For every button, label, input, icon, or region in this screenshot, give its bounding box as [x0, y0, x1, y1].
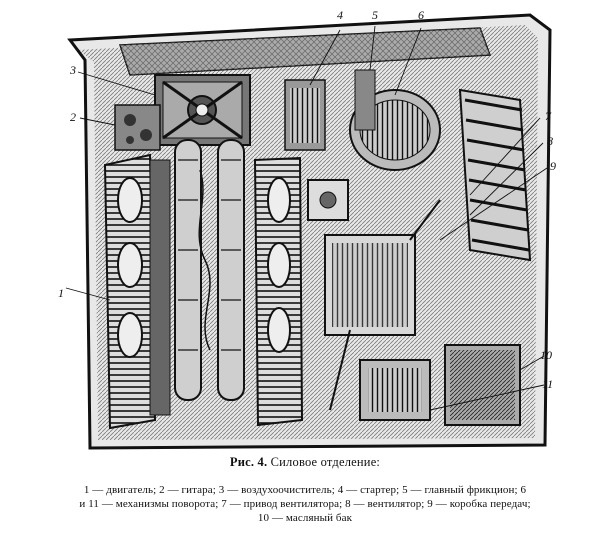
callout-5: 5 [372, 8, 378, 22]
turning-mechanism [359, 359, 431, 421]
oil-tank [444, 344, 521, 426]
fan [458, 88, 532, 262]
legend-line-3: 10 — масляный бак [257, 512, 353, 524]
figure-caption: Рис. 4. Силовое отделение: [0, 455, 610, 470]
callout-10: 10 [540, 348, 552, 362]
starter [284, 79, 326, 151]
legend-line-1: 1 — двигатель; 2 — гитара; 3 — воздухооч… [83, 484, 527, 496]
figure-title: Силовое отделение: [270, 455, 381, 469]
callout-8: 8 [547, 134, 553, 148]
figure-label: Рис. 4. [229, 455, 268, 469]
gearbox [324, 199, 441, 411]
engine-left-bank [103, 153, 171, 430]
air-cleaner [154, 74, 251, 146]
callout-6: 6 [418, 8, 424, 22]
guitar-gearbox [114, 104, 161, 151]
callout-3: 3 [70, 63, 76, 77]
callout-7: 7 [545, 109, 551, 123]
callout-leaders [65, 25, 548, 411]
main-clutch [349, 69, 441, 171]
legend-line-2: и 11 — механизмы поворота; 7 — привод ве… [79, 498, 531, 510]
callout-4: 4 [337, 8, 343, 22]
fan-drive [307, 179, 349, 221]
top-plate [118, 27, 492, 76]
callout-11: 11 [542, 377, 554, 391]
intake-manifolds [174, 139, 245, 401]
callout-9: 9 [550, 159, 556, 173]
callout-2: 2 [70, 110, 76, 124]
engine-compartment-illustration [65, 13, 552, 450]
engine-right-bank [253, 156, 304, 427]
callout-1: 1 [58, 286, 64, 300]
